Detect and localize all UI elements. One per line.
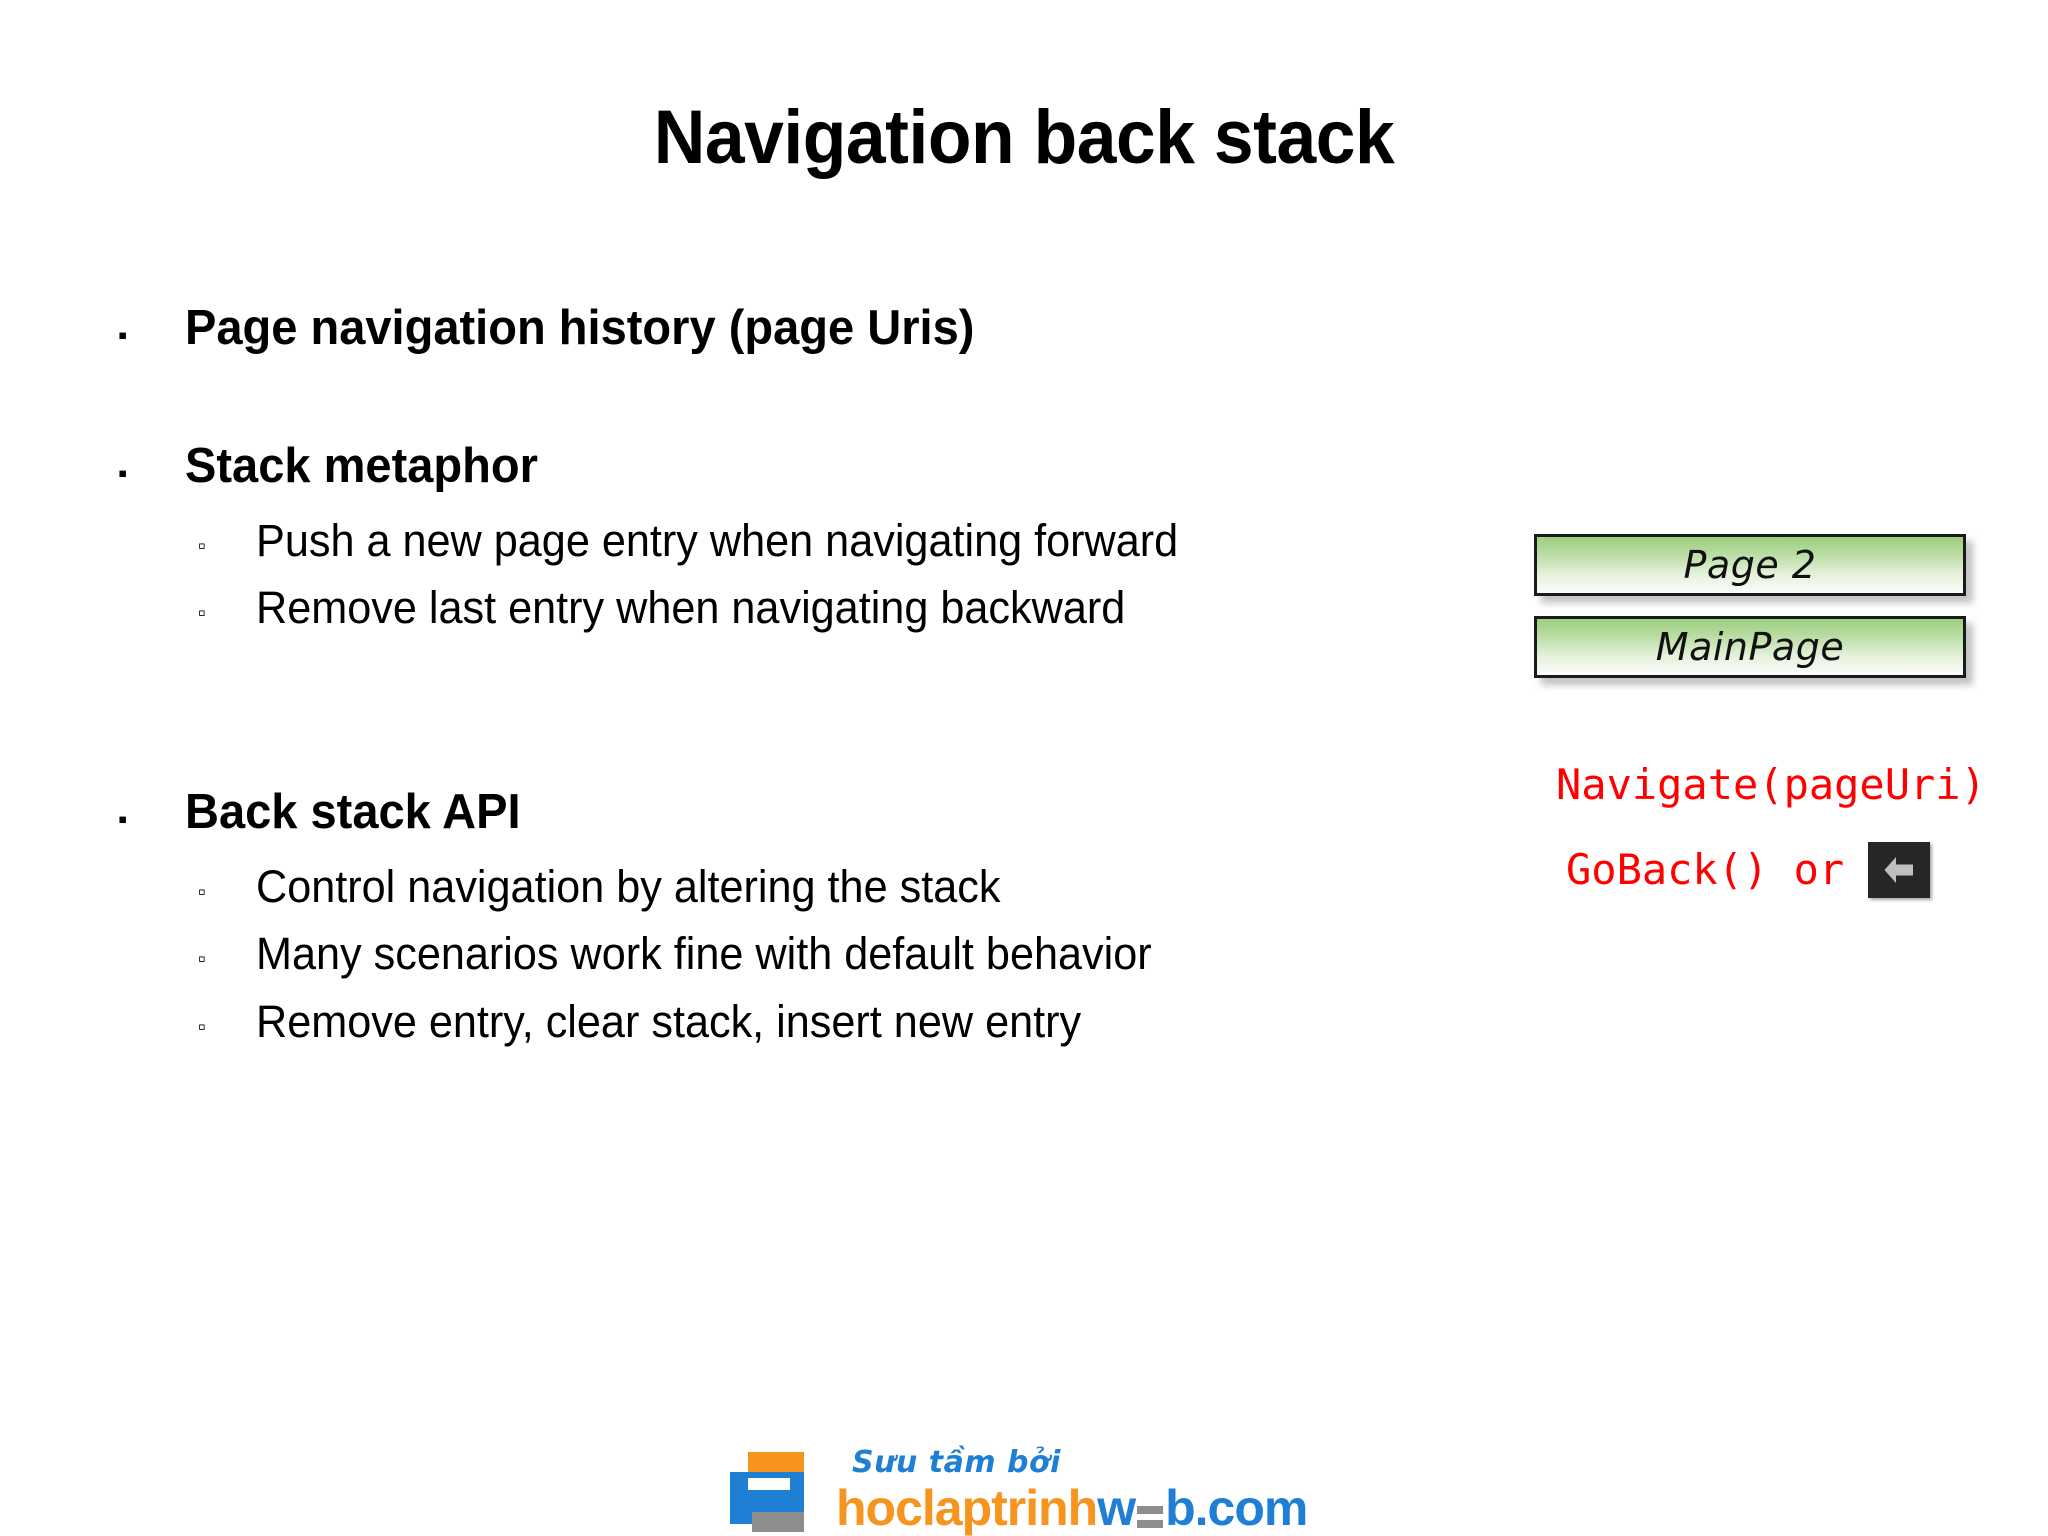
filled-square-bullet-icon: ▪: [118, 458, 128, 489]
bullet-item-many-scenarios: ▫ Many scenarios work fine with default …: [118, 928, 1448, 980]
bullet-item-page-navigation-history: ▪ Page navigation history (page Uris): [118, 300, 1448, 356]
bullet-label: Stack metaphor: [185, 439, 538, 494]
bullet-label: Back stack API: [185, 785, 521, 840]
code-label-goback: GoBack() or: [1566, 845, 1845, 894]
spacer: [118, 980, 1448, 996]
printer-logo-icon: [722, 1448, 826, 1536]
bullet-label: Control navigation by altering the stack: [256, 860, 1001, 912]
footer-watermark-logo: Sưu tầm bởi hoclaptrinhw b.com: [722, 1448, 1342, 1536]
bullet-item-remove-entry-clear-stack: ▫ Remove entry, clear stack, insert new …: [118, 996, 1448, 1048]
logo-domain-blue-rest: b.com: [1165, 1480, 1308, 1536]
bullet-label: Remove last entry when navigating backwa…: [256, 582, 1126, 634]
stack-entry-label: Page 2: [1683, 543, 1817, 587]
bullet-label: Push a new page entry when navigating fo…: [256, 514, 1179, 566]
bullet-item-stack-metaphor: ▪ Stack metaphor: [118, 438, 1448, 494]
hollow-square-bullet-icon: ▫: [198, 878, 206, 904]
bullet-item-push-new-page-entry: ▫ Push a new page entry when navigating …: [118, 515, 1448, 567]
spacer: [118, 634, 1448, 784]
spacer: [118, 841, 1448, 861]
bullet-label: Remove entry, clear stack, insert new en…: [256, 996, 1082, 1048]
spacer: [118, 912, 1448, 928]
spacer: [118, 495, 1448, 515]
logo-domain-blue-w: w: [1097, 1480, 1136, 1536]
left-arrow-icon: [1884, 857, 1914, 883]
navigation-stack-diagram: Page 2 MainPage: [1534, 534, 1984, 678]
hollow-square-bullet-icon: ▫: [198, 946, 206, 972]
logo-notch: [748, 1478, 790, 1490]
spacer: [118, 356, 1448, 438]
logo-domain-orange: hoclaptrinh: [836, 1480, 1098, 1536]
page-title: Navigation back stack: [653, 95, 1395, 180]
bullet-item-remove-last-entry: ▫ Remove last entry when navigating back…: [118, 582, 1448, 634]
filled-square-bullet-icon: ▪: [118, 804, 128, 835]
bullet-list: ▪ Page navigation history (page Uris) ▪ …: [118, 300, 1448, 1048]
logo-equals-icon: [1135, 1496, 1165, 1530]
logo-tagline: Sưu tầm bởi: [852, 1445, 1061, 1480]
bullet-item-back-stack-api: ▪ Back stack API: [118, 784, 1448, 840]
stack-entry-label: MainPage: [1655, 625, 1845, 669]
navigation-api-annotations: Navigate(pageUri) GoBack() or: [1534, 764, 2004, 898]
spacer: [118, 566, 1448, 582]
logo-orange-bar: [748, 1452, 804, 1475]
bullet-label: Many scenarios work fine with default be…: [256, 928, 1152, 980]
bullet-item-control-navigation: ▫ Control navigation by altering the sta…: [118, 861, 1448, 913]
hollow-square-bullet-icon: ▫: [198, 600, 206, 626]
hollow-square-bullet-icon: ▫: [198, 532, 206, 558]
logo-text-block: Sưu tầm bởi hoclaptrinhw b.com: [826, 1448, 1342, 1535]
code-label-navigate: Navigate(pageUri): [1556, 760, 1986, 809]
bullet-label: Page navigation history (page Uris): [185, 301, 975, 355]
logo-domain: hoclaptrinhw b.com: [836, 1482, 1342, 1535]
code-row-goback: GoBack() or: [1566, 842, 2004, 898]
filled-square-bullet-icon: ▪: [118, 320, 128, 350]
back-button[interactable]: [1868, 842, 1931, 898]
logo-gray-bar: [752, 1512, 804, 1532]
hollow-square-bullet-icon: ▫: [198, 1014, 206, 1040]
stack-entry-mainpage: MainPage: [1534, 616, 1966, 678]
logo-blue-leg: [730, 1492, 752, 1524]
stack-entry-page-2: Page 2: [1534, 534, 1966, 596]
